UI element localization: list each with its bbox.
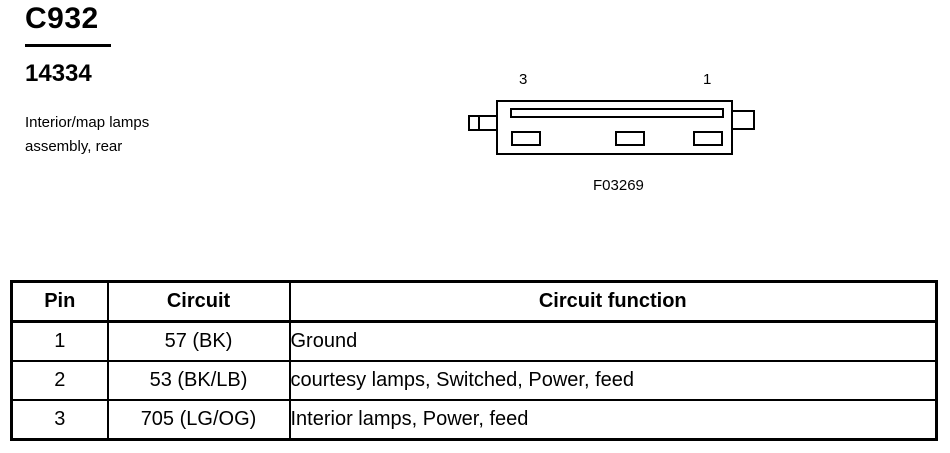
- pin-table: Pin Circuit Circuit function 1 57 (BK) G…: [10, 280, 938, 441]
- header-pin: Pin: [10, 280, 109, 323]
- part-number: 14334: [25, 60, 92, 87]
- header-circuit: Circuit: [106, 280, 291, 323]
- pin-label-right: 1: [703, 71, 712, 88]
- cell-pin: 2: [10, 360, 109, 401]
- cell-pin: 1: [10, 320, 109, 362]
- table-row: 2 53 (BK/LB) courtesy lamps, Switched, P…: [10, 360, 938, 401]
- table-row: 1 57 (BK) Ground: [10, 320, 938, 362]
- header-circuit-function: Circuit function: [288, 280, 938, 323]
- table-row: 3 705 (LG/OG) Interior lamps, Power, fee…: [10, 399, 938, 441]
- pin-cavity-3: [511, 131, 541, 146]
- connector-id-underline: [25, 44, 111, 47]
- cell-circuit-function: courtesy lamps, Switched, Power, feed: [288, 360, 938, 401]
- connector-slot-bar: [510, 108, 724, 118]
- cell-circuit-function: Ground: [288, 320, 938, 362]
- pin-cavity-2: [615, 131, 645, 146]
- cell-circuit: 705 (LG/OG): [106, 399, 291, 441]
- pin-label-left: 3: [519, 71, 528, 88]
- connector-left-tab: [468, 115, 498, 131]
- cell-pin: 3: [10, 399, 109, 441]
- connector-id: C932: [25, 2, 99, 35]
- cell-circuit: 53 (BK/LB): [106, 360, 291, 401]
- description-line-1: Interior/map lamps: [25, 114, 150, 131]
- table-header-row: Pin Circuit Circuit function: [10, 280, 938, 323]
- description-line-2: assembly, rear: [25, 138, 123, 155]
- connector-right-tab: [731, 110, 755, 130]
- figure-id: F03269: [593, 177, 644, 194]
- connector-face-diagram: [468, 100, 755, 155]
- pin-cavity-1: [693, 131, 723, 146]
- cell-circuit-function: Interior lamps, Power, feed: [288, 399, 938, 441]
- cell-circuit: 57 (BK): [106, 320, 291, 362]
